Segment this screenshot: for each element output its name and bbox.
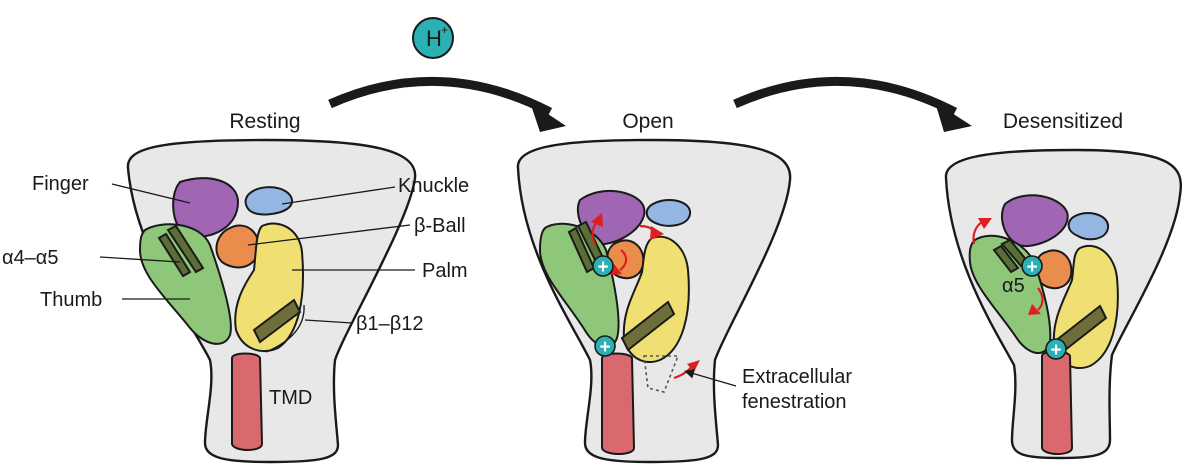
- proton-icon: H +: [413, 18, 453, 58]
- helix-label: α4–α5: [2, 247, 59, 269]
- resting-beta-ball: [216, 225, 258, 267]
- finger-label: Finger: [32, 173, 89, 195]
- desensitized-state: α5 + +: [946, 150, 1181, 458]
- open-state: + + Extracellular fenestration: [518, 140, 852, 462]
- resting-state: Finger Knuckle β-Ball Palm α4–α5 Thumb β…: [2, 140, 469, 462]
- desensitized-charge-upper-symbol: +: [1026, 257, 1037, 278]
- proton-symbol: H: [426, 26, 442, 51]
- proton-charge: +: [441, 23, 448, 37]
- open-charge-upper-symbol: +: [597, 257, 608, 278]
- open-title: Open: [622, 110, 673, 133]
- thumb-label: Thumb: [40, 289, 102, 311]
- beta-sheets-label: β1–β12: [356, 313, 424, 335]
- resting-title: Resting: [229, 110, 300, 133]
- fenestration-label-line2: fenestration: [742, 391, 847, 413]
- resting-tmd: [232, 354, 262, 451]
- palm-label: Palm: [422, 260, 468, 282]
- desensitized-charge-lower-symbol: +: [1050, 340, 1061, 361]
- knuckle-label: Knuckle: [398, 175, 469, 197]
- tmd-label: TMD: [269, 387, 312, 409]
- open-tmd: [602, 354, 634, 455]
- open-charge-lower-symbol: +: [599, 337, 610, 358]
- fenestration-label-line1: Extracellular: [742, 366, 852, 388]
- desensitized-tmd: [1042, 352, 1072, 455]
- alpha5-label: α5: [1002, 275, 1025, 297]
- resting-knuckle: [246, 187, 292, 214]
- open-knuckle: [647, 200, 690, 226]
- open-to-desensitized-arrow: [735, 81, 955, 112]
- desensitized-knuckle: [1069, 213, 1108, 239]
- resting-to-open-arrow: [330, 81, 550, 112]
- desensitized-title: Desensitized: [1003, 110, 1123, 133]
- beta-ball-label: β-Ball: [414, 215, 466, 237]
